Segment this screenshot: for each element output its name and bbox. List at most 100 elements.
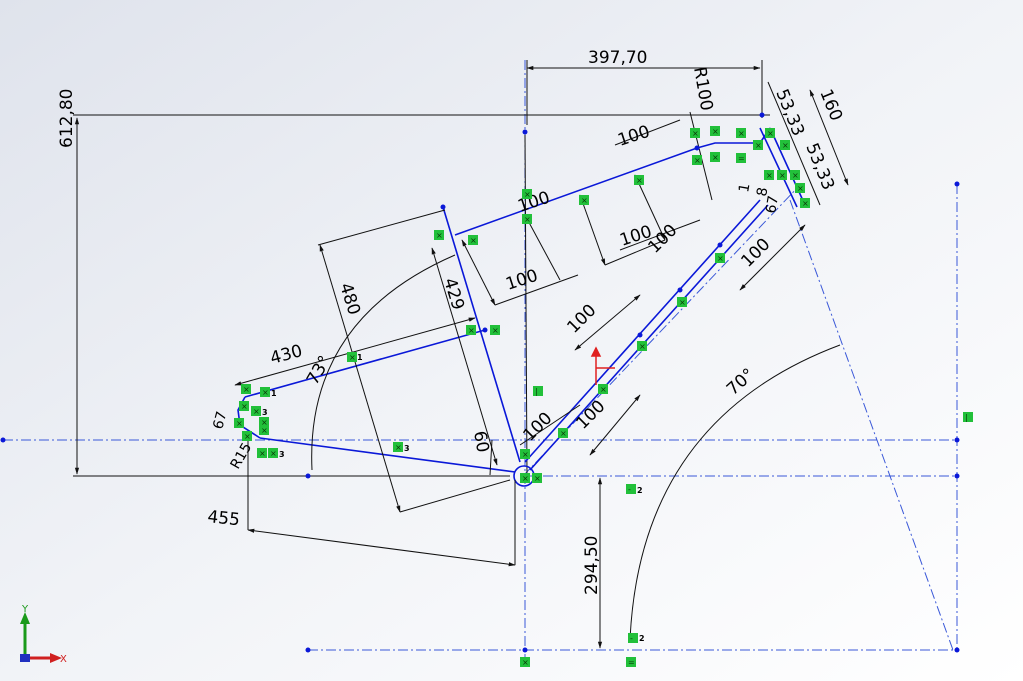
dim-397-70[interactable]: 397,70 [588, 48, 647, 68]
relation-icon[interactable] [522, 214, 532, 224]
relation-icon[interactable] [558, 428, 568, 438]
relation-icon[interactable] [634, 175, 644, 185]
relation-glyph: × [395, 443, 402, 452]
relation-index-label: 3 [279, 450, 285, 459]
relation-glyph: × [560, 429, 567, 438]
relation-glyph: × [792, 171, 799, 180]
relation-icon[interactable] [626, 484, 636, 494]
relation-icon[interactable] [259, 417, 269, 427]
relation-glyph: × [241, 402, 248, 411]
relation-glyph: × [738, 129, 745, 138]
relation-icon[interactable] [710, 126, 720, 136]
relation-icon[interactable] [520, 657, 530, 667]
relation-icon[interactable] [800, 198, 810, 208]
relation-icon[interactable] [522, 189, 532, 199]
relation-glyph: × [779, 171, 786, 180]
relation-glyph: × [243, 385, 250, 394]
relation-glyph: × [766, 171, 773, 180]
relation-glyph: × [712, 127, 719, 136]
relation-index-label: 3 [404, 444, 410, 453]
relation-icon[interactable] [765, 128, 775, 138]
relation-icon[interactable] [692, 155, 702, 165]
relation-glyph: × [600, 385, 607, 394]
relation-glyph: × [259, 449, 266, 458]
relation-icon[interactable] [753, 140, 763, 150]
relation-icon[interactable] [736, 153, 746, 163]
relation-icon[interactable] [520, 449, 530, 459]
dim-60[interactable]: 60 [469, 429, 492, 454]
relation-glyph: × [797, 184, 804, 193]
relation-glyph: × [470, 236, 477, 245]
relation-index-label: 3 [262, 408, 268, 417]
relation-icon[interactable] [637, 341, 647, 351]
dim-294-50[interactable]: 294,50 [582, 536, 602, 595]
relation-index-label: 1 [357, 353, 363, 362]
relation-glyph: | [535, 387, 538, 396]
relation-icon[interactable] [251, 406, 261, 416]
relation-glyph: × [581, 196, 588, 205]
dim-455[interactable]: 455 [206, 507, 240, 530]
relation-icon[interactable] [466, 325, 476, 335]
relation-glyph: × [468, 326, 475, 335]
sketch-origin [590, 346, 615, 385]
relation-index-label: 2 [637, 486, 643, 495]
relation-icon[interactable] [690, 128, 700, 138]
relation-icon[interactable] [628, 633, 638, 643]
relation-icon[interactable] [490, 325, 500, 335]
relation-icon[interactable] [239, 401, 249, 411]
relation-glyph: × [534, 474, 541, 483]
relation-icon[interactable] [736, 128, 746, 138]
relation-icon[interactable] [579, 195, 589, 205]
relation-index-label: 2 [639, 634, 645, 643]
relation-icon[interactable] [242, 431, 252, 441]
dim-167[interactable]: 1 [736, 182, 753, 194]
relation-icon[interactable] [795, 183, 805, 193]
relation-glyph: × [767, 129, 774, 138]
relation-icon[interactable] [764, 170, 774, 180]
relation-glyph: × [802, 199, 809, 208]
relation-glyph: | [965, 413, 968, 422]
dim-612-80[interactable]: 612,80 [57, 89, 77, 148]
relation-icon[interactable] [777, 170, 787, 180]
dim-67b[interactable]: 67 [763, 194, 782, 214]
reference-triad: Y X [20, 604, 67, 665]
relation-glyph: × [782, 141, 789, 150]
relation-icon[interactable] [259, 425, 269, 435]
relation-icon[interactable] [532, 473, 542, 483]
relation-icon[interactable] [434, 230, 444, 240]
relation-glyph: × [522, 658, 529, 667]
relation-icon[interactable] [790, 170, 800, 180]
relation-icon[interactable] [598, 384, 608, 394]
relation-icon[interactable] [626, 657, 636, 667]
relation-icon[interactable] [715, 253, 725, 263]
relation-icon[interactable] [347, 352, 357, 362]
dimension-lines [74, 60, 849, 649]
relation-icon[interactable] [533, 386, 543, 396]
relation-glyph: × [692, 129, 699, 138]
dim-67[interactable]: 67 [210, 410, 230, 431]
relation-icon[interactable] [520, 473, 530, 483]
relation-icon[interactable] [468, 235, 478, 245]
relation-icon[interactable] [780, 140, 790, 150]
relation-glyph: × [236, 419, 243, 428]
sketch-relations[interactable]: ×××××××××=×××××××××××××××××|××××××××××××… [234, 126, 973, 667]
dim-8[interactable]: 8 [754, 186, 771, 198]
relation-glyph: × [639, 342, 646, 351]
relation-icon[interactable] [393, 442, 403, 452]
relation-glyph: = [628, 658, 635, 667]
relation-icon[interactable] [257, 448, 267, 458]
relation-glyph: = [738, 154, 745, 163]
relation-icon[interactable] [241, 384, 251, 394]
relation-glyph: × [522, 450, 529, 459]
relation-icon[interactable] [677, 297, 687, 307]
relation-icon[interactable] [710, 152, 720, 162]
relation-glyph: × [679, 298, 686, 307]
relation-icon[interactable] [234, 418, 244, 428]
relation-icon[interactable] [963, 412, 973, 422]
relation-icon[interactable] [268, 448, 278, 458]
relation-glyph: - [628, 485, 631, 494]
relation-icon[interactable] [260, 387, 270, 397]
relation-glyph: × [270, 449, 277, 458]
